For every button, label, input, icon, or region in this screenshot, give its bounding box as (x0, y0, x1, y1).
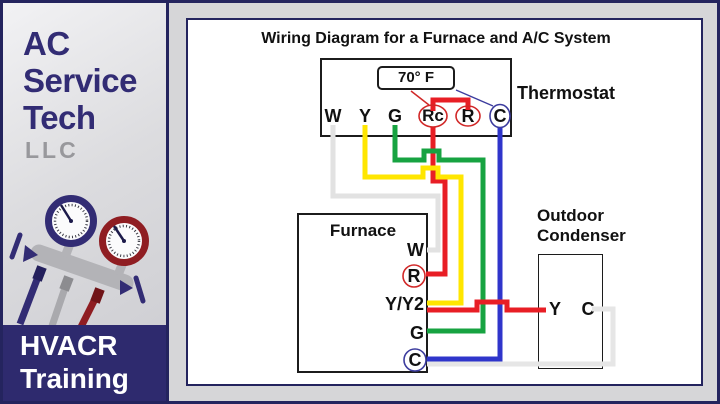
manifold-body (30, 244, 134, 292)
thermostat-label: Thermostat (517, 83, 616, 103)
condenser-label-line2: Condenser (537, 226, 626, 245)
gauge-low-needle (59, 204, 73, 222)
furnace-terminal-g: G (409, 323, 424, 343)
tstat-terminal-w: W (324, 106, 342, 126)
brand-panel: AC Service Tech LLC (3, 3, 166, 401)
brand-name-line1: AC (23, 25, 70, 62)
gauge-high-needle (112, 225, 126, 242)
brand-name-line3: Tech (23, 99, 96, 136)
brand-banner: HVACR Training (3, 325, 166, 401)
thermostat-display: 70° F (377, 66, 455, 90)
valve-handle-left (9, 232, 23, 260)
hose-gray-fitting (59, 275, 74, 292)
condenser-label-line1: Outdoor (537, 206, 605, 225)
manifold-gauges-icon (9, 195, 149, 328)
tstat-terminal-c: C (493, 106, 507, 126)
gauge-high-hub (122, 239, 126, 243)
valve-arrow-right (120, 280, 133, 295)
brand-suffix: LLC (25, 137, 79, 163)
condenser-terminal-y: Y (548, 299, 562, 319)
furnace-terminal-y2: Y/Y2 (384, 294, 424, 314)
banner-line2: Training (20, 363, 129, 394)
panel-divider (166, 0, 169, 404)
furnace-terminal-r: R (407, 266, 421, 286)
gauge-high-ticks (107, 224, 141, 258)
tstat-terminal-y: Y (358, 106, 372, 126)
banner-line1: HVACR (20, 330, 118, 361)
brand-name-line2: Service (23, 62, 137, 99)
hose-blue-fitting (32, 265, 47, 282)
tstat-terminal-g: G (387, 106, 403, 126)
valve-handle-right (133, 275, 146, 304)
tstat-terminal-r: R (461, 106, 475, 126)
brand-name: AC Service Tech (23, 25, 137, 136)
valve-arrow-left (23, 245, 38, 262)
hose-red-fitting (90, 287, 105, 304)
furnace-terminal-c: C (408, 350, 422, 370)
gauge-low-ticks (53, 203, 89, 239)
furnace-label: Furnace (329, 221, 397, 240)
diagram-title: Wiring Diagram for a Furnace and A/C Sys… (261, 30, 611, 47)
gauge-low-hub (69, 219, 73, 223)
furnace-terminal-w: W (407, 240, 424, 260)
condenser-label: Outdoor Condenser (537, 206, 626, 246)
condenser-terminal-c: C (581, 299, 595, 319)
tstat-terminal-rc: Rc (422, 106, 444, 125)
